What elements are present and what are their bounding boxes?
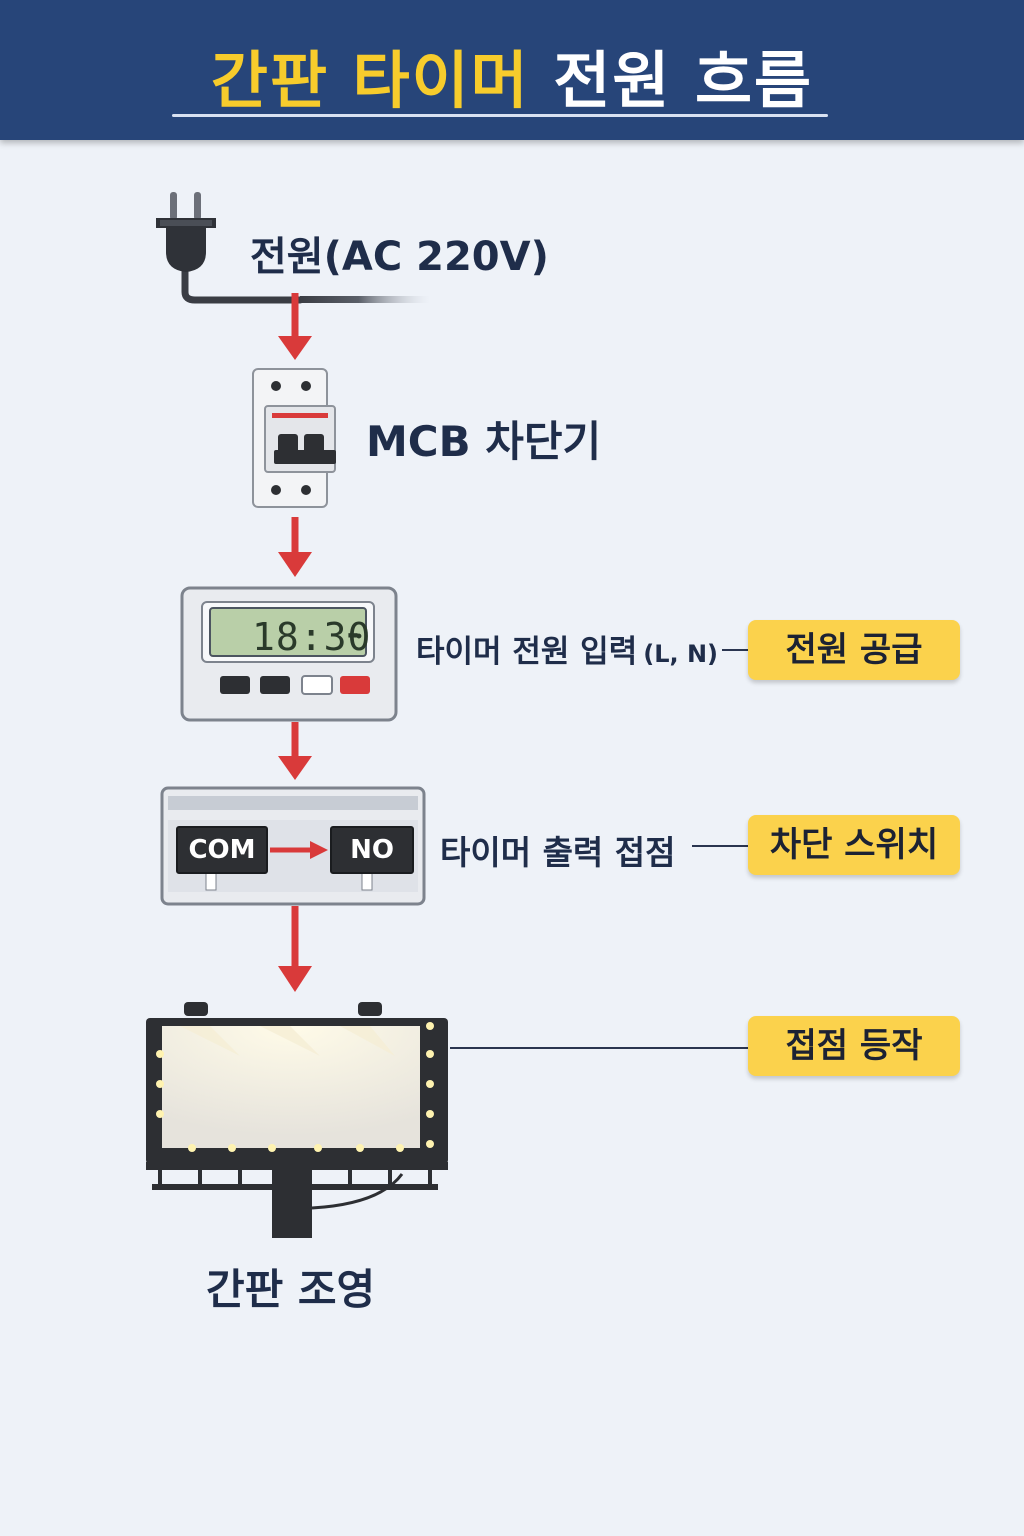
title-underline — [172, 114, 828, 117]
circuit-breaker-icon — [252, 368, 336, 508]
page-title: 간판 타이머 전원 흐름 — [0, 30, 1024, 120]
arrow-3-head — [278, 756, 312, 780]
header-bar: 간판 타이머 전원 흐름 — [0, 0, 1024, 140]
power-plug-icon — [156, 192, 216, 272]
arrow-1-head — [278, 336, 312, 360]
power-supply-badge: 전원 공급 — [748, 620, 960, 680]
arrow-2-head — [278, 552, 312, 577]
power-source-label: 전원(AC 220V) — [250, 234, 549, 280]
timer-output-label: 타이머 출력 접점 — [440, 833, 676, 872]
arrow-group — [278, 293, 312, 992]
timer-input-label: 타이머 전원 입력(L, N) — [416, 626, 718, 671]
timer-display-suffix: - — [344, 617, 364, 652]
arrow-4-head — [278, 966, 312, 992]
billboard-icon — [146, 1002, 448, 1238]
mcb-label: MCB 차단기 — [366, 417, 602, 466]
com-terminal: COM — [176, 826, 268, 874]
power-cord-fade — [300, 296, 430, 303]
contact-operation-badge: 접점 등작 — [748, 1016, 960, 1076]
cutoff-switch-badge: 차단 스위치 — [748, 815, 960, 875]
timer-input-label-suffix: (L, N) — [643, 640, 719, 668]
timer-display: 18:30 — [252, 615, 372, 659]
digital-timer-icon — [180, 586, 398, 722]
sign-lighting-label: 간판 조영 — [206, 1265, 376, 1314]
title-rest: 전원 흐름 — [553, 44, 814, 117]
power-cord — [181, 268, 304, 304]
no-terminal: NO — [330, 826, 414, 874]
title-highlight: 간판 타이머 — [210, 44, 530, 117]
timer-input-label-text: 타이머 전원 입력 — [416, 634, 638, 670]
